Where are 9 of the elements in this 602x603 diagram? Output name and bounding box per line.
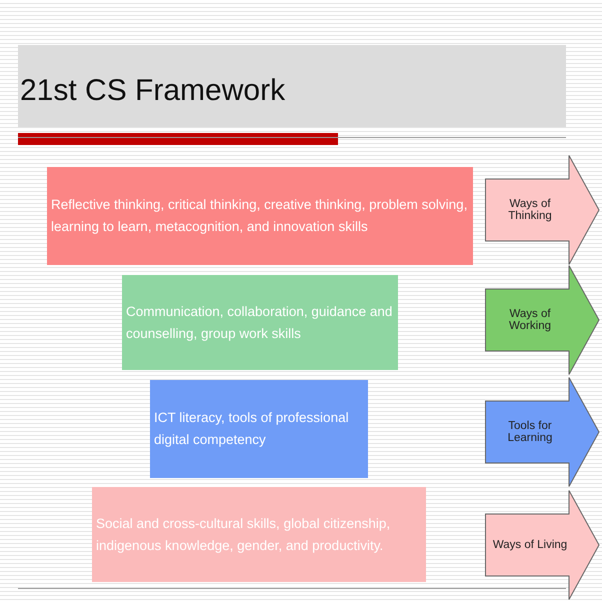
- arrow-shape: Ways of Working: [485, 265, 600, 375]
- arrow-shape: Ways of Thinking: [485, 155, 600, 265]
- slide-title: 21st CS Framework: [20, 74, 286, 108]
- arrow-shape: Tools for Learning: [485, 377, 600, 487]
- skill-box: ICT literacy, tools of professional digital competency: [150, 380, 368, 478]
- arrow-shape: Ways of Living: [485, 490, 600, 600]
- skill-box: Reflective thinking, critical thinking, creative thinking, problem solving, learning to learn, metacognition, and innovation skills: [47, 167, 473, 265]
- skill-box: Social and cross-cultural skills, global citizenship, indigenous knowledge, gender, and productivity.: [92, 487, 426, 582]
- skill-box: Communication, collaboration, guidance and counselling, group work skills: [122, 275, 398, 370]
